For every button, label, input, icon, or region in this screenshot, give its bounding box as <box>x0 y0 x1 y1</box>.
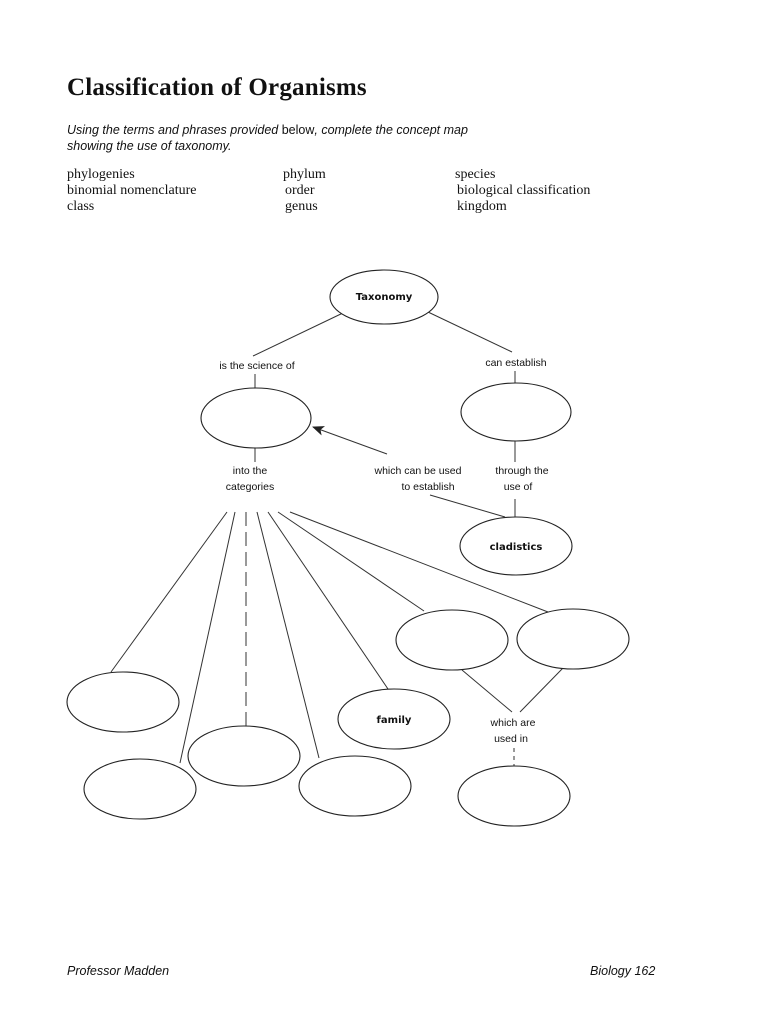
word-bank-term: phylum <box>283 167 326 182</box>
link-label-through-use-of: through the <box>495 465 548 477</box>
word-bank-term: biological classification <box>457 183 591 198</box>
blank-oval <box>395 609 509 671</box>
blank-oval <box>516 608 630 670</box>
connector-line <box>427 311 513 353</box>
blank-oval <box>83 758 197 820</box>
word-bank-term: species <box>455 167 496 182</box>
blank-oval <box>187 725 301 787</box>
blank-oval <box>460 382 572 442</box>
connector-line <box>179 511 236 764</box>
connector-line <box>289 511 549 613</box>
node-cladistics: cladistics <box>490 542 543 553</box>
connector-line <box>267 511 389 690</box>
instructions: Using the terms and phrases provided bel… <box>67 122 587 154</box>
connector-line <box>461 669 513 713</box>
word-bank-term: order <box>285 183 315 198</box>
blank-oval <box>66 671 180 733</box>
word-bank: phylogenies binomial nomenclature class … <box>67 167 707 219</box>
blank-oval <box>457 765 571 827</box>
arrow-line <box>312 426 388 455</box>
instructions-text: Using the terms and phrases provided <box>67 123 282 137</box>
taxonomy-oval <box>329 269 439 325</box>
connector-line <box>429 494 506 518</box>
node-taxonomy: Taxonomy <box>356 292 413 303</box>
link-label-used-to-establish: which can be used <box>374 465 462 477</box>
word-bank-term: kingdom <box>457 199 507 214</box>
word-bank-term: binomial nomenclature <box>67 183 197 198</box>
family-oval <box>337 688 451 750</box>
connector-line <box>252 311 346 357</box>
word-bank-term: class <box>67 199 95 214</box>
link-label-used-in: used in <box>494 733 528 745</box>
link-label-into-categories: categories <box>226 481 274 493</box>
connector-line <box>110 511 228 673</box>
footer-course: Biology 162 <box>590 964 656 978</box>
connector-line <box>256 511 320 759</box>
concept-ovals <box>66 269 630 827</box>
connector-line <box>519 667 564 713</box>
instructions-emphasis: below <box>281 123 315 137</box>
link-label-can-establish: can establish <box>485 357 546 369</box>
connector-line <box>277 511 425 612</box>
connector-lines <box>110 311 564 766</box>
word-bank-term: phylogenies <box>67 167 135 182</box>
page-title: Classification of Organisms <box>67 74 367 101</box>
cladistics-oval <box>459 516 573 576</box>
link-label-used-in: which are <box>490 717 536 729</box>
link-label-into-categories: into the <box>233 465 268 477</box>
instructions-line-2: showing the use of taxonomy. <box>67 139 232 153</box>
instructions-line-1: Using the terms and phrases provided bel… <box>67 122 587 138</box>
instructions-text-end: , complete the concept map <box>314 123 468 137</box>
node-family: family <box>377 715 412 726</box>
word-bank-term: genus <box>285 199 318 214</box>
blank-oval <box>298 755 412 817</box>
blank-oval <box>200 387 312 449</box>
footer-author: Professor Madden <box>67 964 170 978</box>
link-label-through-use-of: use of <box>504 481 533 493</box>
link-label-science-of: is the science of <box>219 360 294 372</box>
link-label-used-to-establish: to establish <box>401 481 454 493</box>
